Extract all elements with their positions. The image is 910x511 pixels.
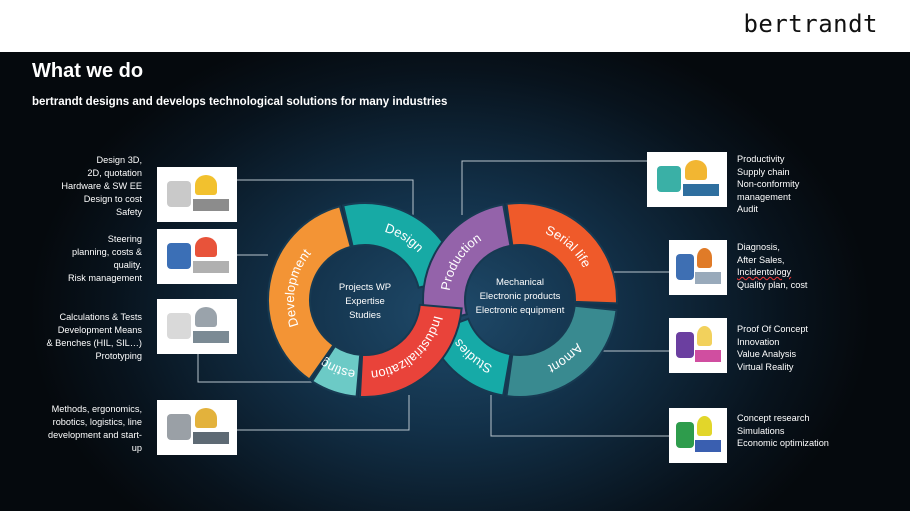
center-line: Electronic equipment [475, 305, 565, 316]
segment-serial-life [505, 202, 618, 305]
text-line: Hardware & SW EE [61, 181, 142, 191]
fishbone-diagram-image [669, 240, 727, 295]
segment-development [267, 205, 352, 381]
text-line: Audit [737, 204, 758, 215]
left-item-text: Steering planning, costs & quality. Risk ma… [68, 233, 142, 285]
connector-line [461, 160, 647, 215]
segment-testing [310, 344, 362, 398]
center-line: Mechanical [495, 277, 545, 288]
text-line: Productivity [737, 154, 785, 164]
center-line: Projects WP [338, 282, 392, 293]
bertrandt-logo: bertrandt [743, 10, 878, 38]
text-line: Value Analysis [737, 349, 797, 360]
text-line: Steering [107, 234, 142, 244]
dashboard-charts-image [157, 229, 237, 284]
design-tools-image [157, 167, 237, 222]
aircraft-simulation-image [669, 408, 727, 463]
segment-industrialization [358, 303, 463, 398]
header-bar: bertrandt [0, 0, 910, 52]
text-line: & Benches (HIL, SIL…) [46, 338, 143, 348]
text-line: Risk management [67, 273, 142, 283]
segment-amont [505, 304, 618, 398]
text-line: Methods, ergonomics, [51, 404, 142, 414]
left-item-text: Methods, ergonomics, robotics, logistics,… [48, 403, 142, 455]
text-line: quality. [113, 260, 142, 270]
text-line: Calculations & Tests [59, 312, 142, 322]
text-line: Design 3D, [96, 155, 142, 165]
connector-line [197, 352, 312, 383]
text-line: 2D, quotation [87, 168, 142, 178]
test-bench-image [157, 299, 237, 354]
text-line: planning, costs & [72, 247, 142, 257]
slide-subtitle: bertrandt designs and develops technolog… [32, 96, 448, 108]
text-line: Simulations [737, 425, 785, 436]
text-line: development and start- [48, 430, 142, 440]
text-line: Proof Of Concept [737, 324, 808, 334]
text-line: Quality plan, cost [737, 279, 808, 290]
text-line: Innovation [737, 336, 780, 347]
left-ring-center-text: Projects WP Expertise Studies [310, 281, 420, 323]
text-line: up [131, 443, 142, 453]
segment-production [422, 203, 512, 327]
text-line: Safety [115, 207, 142, 217]
text-line: Virtual Reality [737, 361, 794, 372]
connector-line [237, 179, 414, 228]
text-line: Concept research [737, 413, 810, 423]
supply-chain-image [647, 152, 727, 207]
rocket-funnel-image [669, 318, 727, 373]
slide-title: What we do [32, 60, 144, 82]
text-line: Economic optimization [737, 438, 829, 449]
text-line: Non-conformity [737, 179, 800, 190]
center-line: Expertise [345, 296, 385, 307]
text-line: After Sales, [737, 254, 785, 265]
text-line: Supply chain [737, 166, 790, 177]
text-line: management [737, 191, 791, 202]
text-line: Diagnosis, [737, 242, 780, 252]
conveyor-line-image [157, 400, 237, 455]
connector-line [237, 395, 410, 431]
text-line: Incidentology [737, 267, 792, 278]
text-line: Design to cost [83, 194, 142, 204]
center-line: Electronic products [479, 291, 561, 302]
text-line: Development Means [57, 325, 142, 335]
center-line: Studies [349, 310, 381, 321]
text-line: robotics, logistics, line [52, 417, 142, 427]
connector-line [490, 395, 669, 437]
right-ring-center-text: Mechanical Electronic products Electroni… [460, 276, 580, 318]
text-line: Prototyping [95, 351, 142, 361]
